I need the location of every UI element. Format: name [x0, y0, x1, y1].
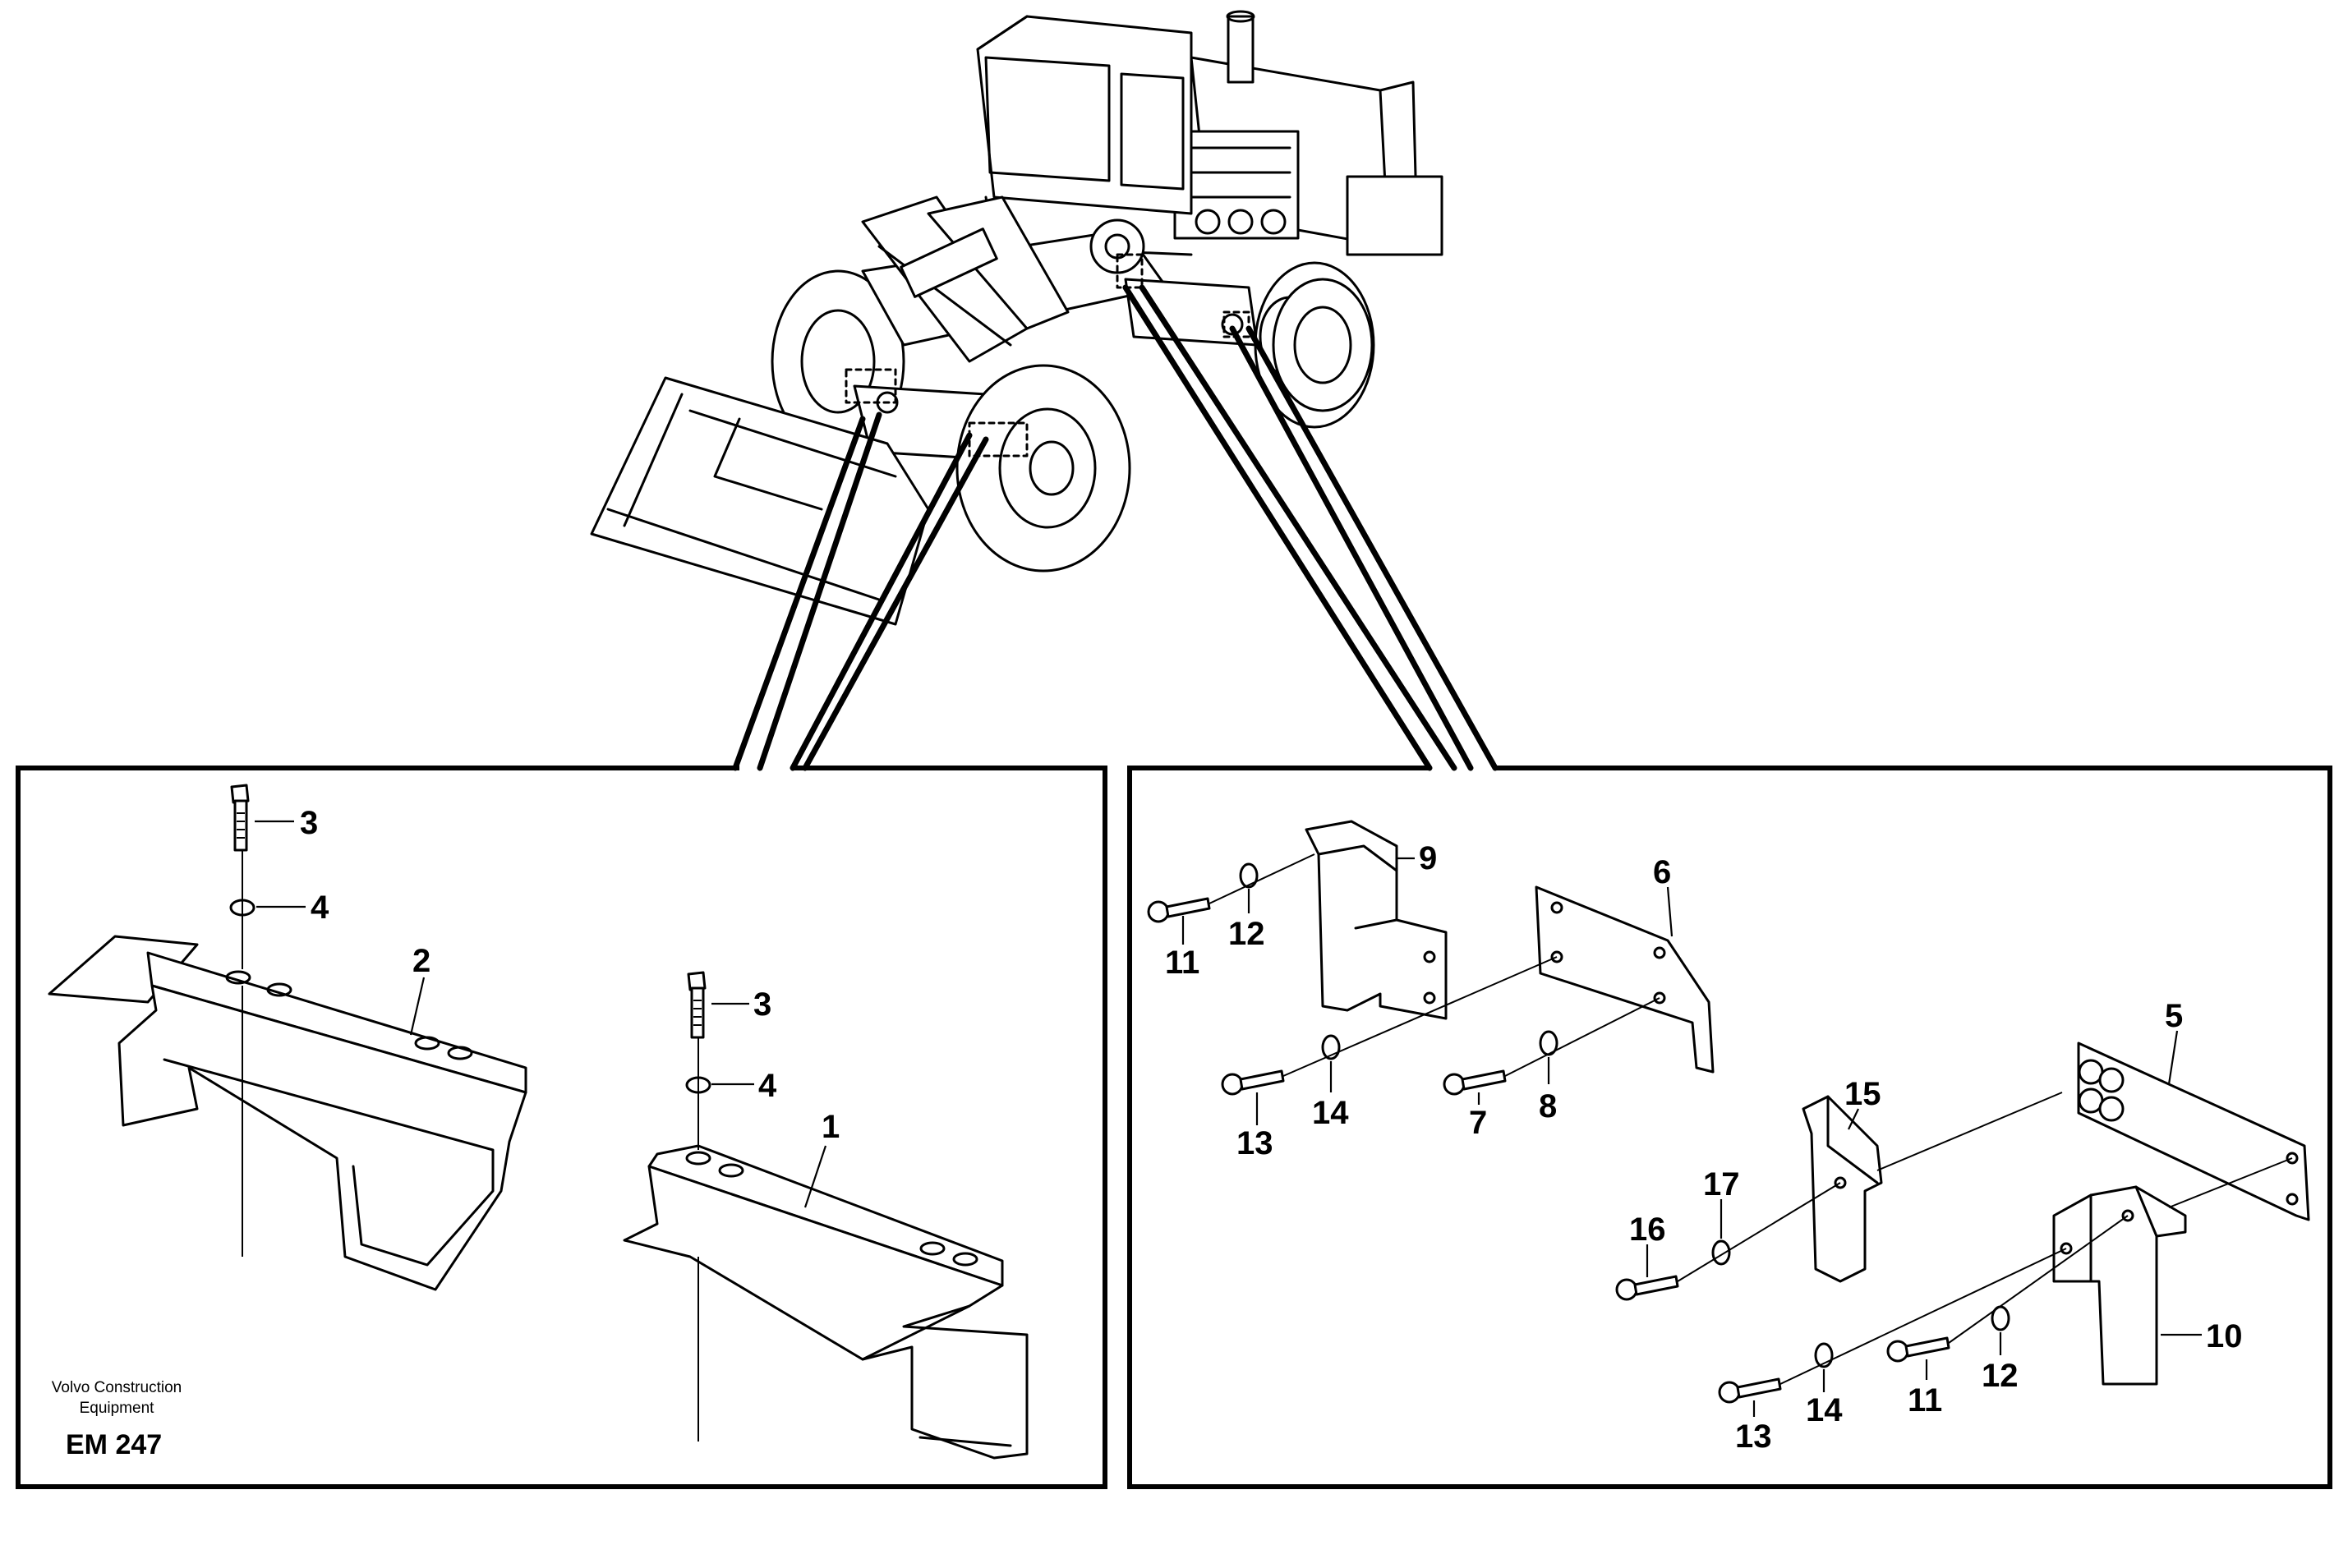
lift-arms	[861, 195, 1070, 363]
callout-5: 5	[2165, 998, 2183, 1034]
bolt-11-upper	[1147, 897, 1211, 923]
figure-code: EM 247	[66, 1429, 162, 1460]
callout-15: 15	[1844, 1076, 1881, 1112]
engine-block	[1173, 130, 1300, 240]
part-9-bracket	[1305, 820, 1448, 1020]
callout-3-lower: 3	[753, 986, 771, 1023]
wheel-loader-illustration	[590, 10, 1443, 626]
callout-4-upper: 4	[311, 890, 329, 926]
washer-12-upper	[1239, 862, 1259, 889]
rear-wheel-front	[1272, 278, 1374, 412]
callout-4-lower: 4	[758, 1068, 777, 1104]
bolt-3-lower	[687, 971, 707, 1039]
bolt-3-upper	[230, 784, 250, 852]
part-10-bracket	[2052, 1185, 2187, 1386]
callout-10: 10	[2206, 1318, 2243, 1354]
part-5-plate	[2077, 1042, 2310, 1221]
callout-12-upper: 12	[1228, 916, 1265, 952]
callout-7: 7	[1469, 1105, 1487, 1141]
callout-9: 9	[1419, 840, 1437, 876]
callout-2: 2	[412, 943, 430, 979]
front-wheel-front	[955, 364, 1131, 572]
bolt-13-upper	[1221, 1069, 1285, 1096]
callout-11-upper: 11	[1165, 945, 1199, 981]
callout-17: 17	[1703, 1166, 1740, 1202]
part-15-spacer	[1802, 1095, 1883, 1283]
manufacturer-line-1: Volvo Construction	[52, 1379, 182, 1396]
washer-17	[1711, 1239, 1731, 1266]
part-2-bracket	[48, 935, 527, 1291]
callout-14-lower: 14	[1806, 1392, 1843, 1428]
callout-11-lower: 11	[1908, 1382, 1942, 1419]
part-1-bracket	[623, 1144, 1029, 1460]
front-axle-detail-frame: 3 4 2 3 4 1 Volvo Construction Equipment…	[16, 766, 1107, 1489]
callout-16: 16	[1629, 1212, 1666, 1248]
part-6-plate	[1535, 885, 1715, 1074]
callout-14-upper: 14	[1312, 1095, 1349, 1131]
callout-6: 6	[1653, 854, 1671, 890]
callout-13-lower: 13	[1735, 1419, 1772, 1455]
detail-pointer-lines	[732, 284, 1499, 771]
bolt-13-lower	[1718, 1377, 1782, 1404]
manufacturer-line-2: Equipment	[80, 1400, 155, 1417]
callout-1: 1	[822, 1109, 840, 1145]
bolt-11-lower	[1886, 1336, 1950, 1363]
rear-axle-detail-frame: 9 6 11 12 13 14 7 8 5 15 17 16 10 13 14 …	[1127, 766, 2332, 1489]
callout-3-upper: 3	[300, 805, 318, 841]
callout-13-upper: 13	[1236, 1125, 1273, 1161]
callout-12-lower: 12	[1982, 1358, 2019, 1394]
bolt-16	[1615, 1275, 1679, 1301]
bolt-7	[1443, 1069, 1507, 1096]
callout-8: 8	[1539, 1088, 1557, 1124]
